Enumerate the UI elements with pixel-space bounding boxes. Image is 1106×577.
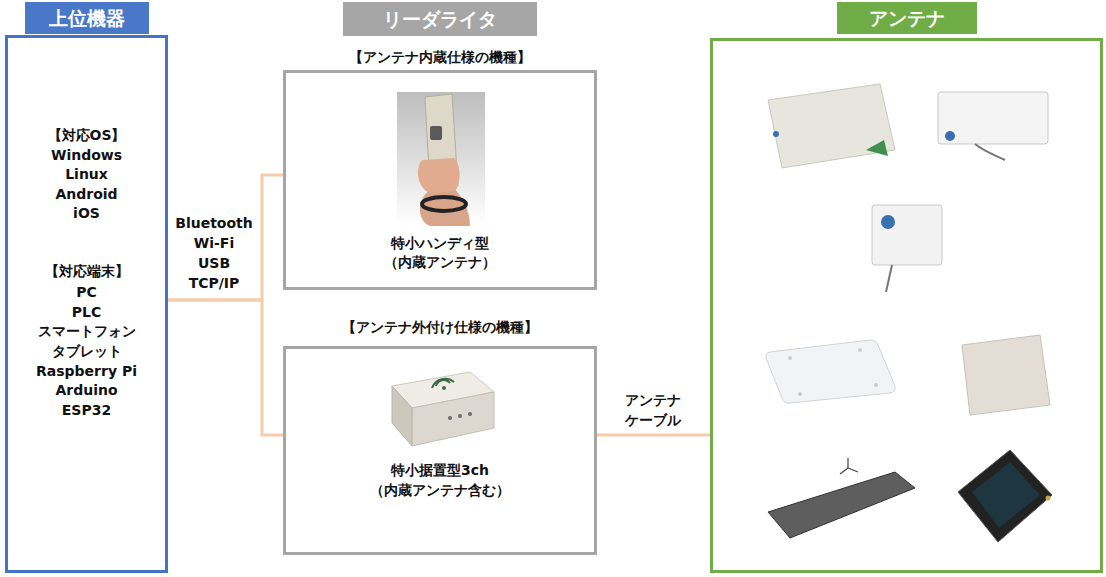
antenna-photos — [766, 84, 1052, 542]
antenna-group-box: アンテナ — [710, 38, 1103, 573]
box-text: iOS — [73, 204, 100, 223]
box-text: Raspberry Pi — [36, 362, 137, 381]
box-text: Android — [55, 185, 117, 204]
box-text: タブレット — [52, 342, 122, 361]
interface-name: Bluetooth — [175, 213, 253, 233]
reader-model-box: 【アンテナ内蔵仕様の機種】特小ハンディ型（内蔵アンテナ） — [283, 70, 597, 290]
box-text: 【対応端末】 — [45, 262, 129, 281]
box-text: Linux — [65, 165, 108, 184]
box-text: ESP32 — [62, 401, 111, 420]
interface-name: USB — [198, 253, 230, 273]
stationary-reader-photo — [392, 372, 494, 446]
box-text: （内蔵アンテナ） — [384, 253, 496, 272]
reader-model-box: 【アンテナ外付け仕様の機種】特小据置型3ch（内蔵アンテナ含む） — [283, 346, 597, 555]
box-text: Windows — [51, 146, 122, 165]
connector-line — [168, 175, 283, 300]
interface-name: TCP/IP — [189, 273, 240, 293]
box-heading: 【アンテナ内蔵仕様の機種】 — [349, 48, 531, 67]
section-tag: アンテナ — [837, 2, 977, 34]
interface-name: Wi-Fi — [194, 233, 234, 253]
box-text: Arduino — [55, 381, 117, 400]
section-tag: リーダライタ — [343, 2, 537, 36]
box-text: PC — [76, 283, 97, 302]
connector-line — [168, 300, 283, 435]
box-text: 特小据置型3ch — [391, 461, 489, 480]
box-heading: 【アンテナ外付け仕様の機種】 — [342, 318, 538, 337]
connector-line — [597, 434, 710, 437]
edge-label: アンテナ ケーブル — [621, 390, 685, 430]
box-text: PLC — [72, 303, 101, 322]
handheld-reader-photo — [397, 92, 485, 226]
box-text: （内蔵アンテナ含む） — [370, 481, 510, 500]
box-text: スマートフォン — [38, 322, 136, 341]
box-text: 特小ハンディ型 — [391, 234, 489, 253]
box-text: 【対応OS】 — [48, 126, 126, 145]
section-tag: 上位機器 — [25, 2, 149, 34]
host-device-box: 上位機器【対応OS】WindowsLinuxAndroidiOS【対応端末】PC… — [5, 35, 168, 573]
